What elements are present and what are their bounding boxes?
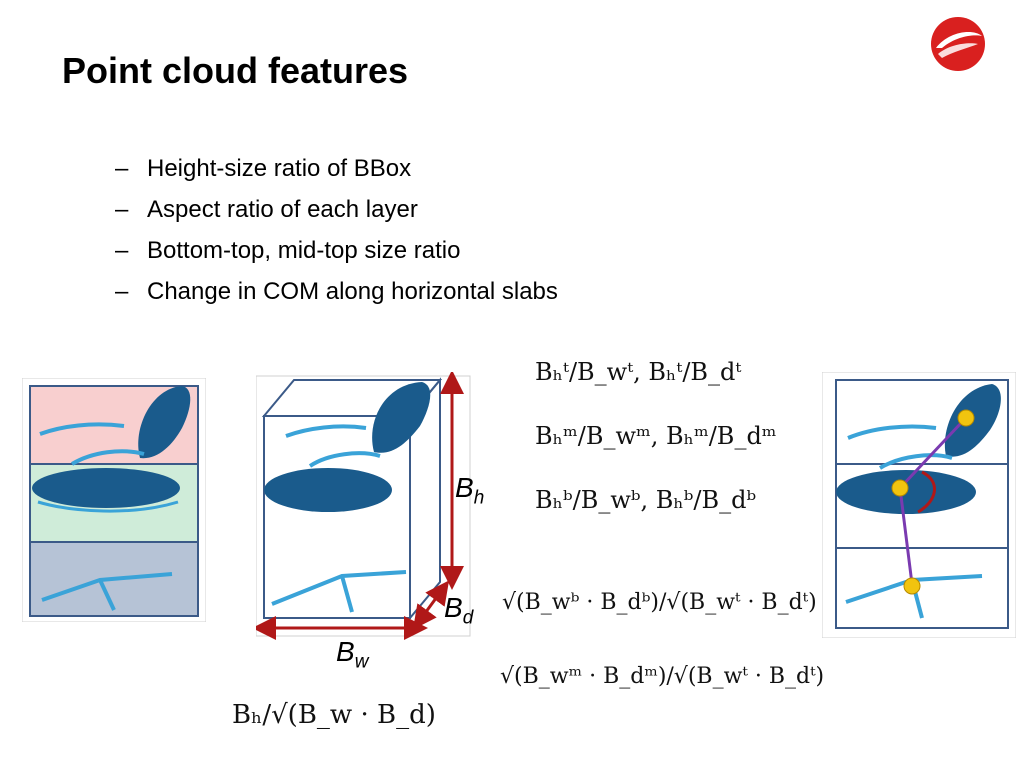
bullet-marker: –: [115, 196, 129, 223]
bullet-text: Aspect ratio of each layer: [147, 196, 418, 223]
bullet-item: –Bottom-top, mid-top size ratio: [115, 230, 558, 271]
chair-armrest: [70, 449, 145, 466]
chair-legs: [340, 575, 354, 613]
formula-mid-top-ratio: √(B_wᵐ · B_dᵐ)/√(B_wᵗ · B_dᵗ): [500, 664, 825, 689]
bullet-item: –Change in COM along horizontal slabs: [115, 271, 558, 312]
formula-top-ratio: Bₕᵗ/B_wᵗ, Bₕᵗ/B_dᵗ: [535, 358, 742, 386]
depth-label: Bd: [444, 592, 474, 629]
chair-armrest: [39, 422, 125, 436]
layered-point-cloud-figure: [22, 378, 206, 622]
chair-seat: [264, 468, 392, 512]
bullet-text: Change in COM along horizontal slabs: [147, 278, 558, 305]
chair-armrest: [308, 451, 381, 468]
chair-armrest: [847, 424, 937, 440]
chair-backrest: [372, 382, 431, 453]
formula-height-size-ratio: Bₕ/√(B_w · B_d): [232, 700, 436, 730]
slide-title: Point cloud features: [62, 50, 409, 91]
com-ball-bottom: [903, 577, 921, 595]
chair-legs: [98, 579, 116, 611]
com-ball-top: [957, 409, 975, 427]
bounding-box-figure: [256, 372, 471, 640]
chair-armrest: [285, 424, 367, 438]
chair-seat-edge: [37, 500, 179, 513]
com-arrow: [898, 487, 914, 585]
bullet-list: –Height-size ratio of BBox –Aspect ratio…: [115, 148, 558, 312]
chair-backrest: [138, 386, 191, 459]
chair-armrest: [878, 453, 953, 470]
formula-mid-ratio: Bₕᵐ/B_wᵐ, Bₕᵐ/B_dᵐ: [535, 422, 777, 450]
bullet-text: Height-size ratio of BBox: [147, 155, 412, 182]
bullet-item: –Height-size ratio of BBox: [115, 148, 558, 189]
bullet-marker: –: [115, 237, 129, 264]
com-ball-mid: [891, 479, 909, 497]
bullet-text: Bottom-top, mid-top size ratio: [147, 237, 461, 264]
depth-arrow: [412, 580, 450, 630]
com-arrow: [898, 420, 964, 490]
width-label: Bw: [336, 636, 369, 673]
bullet-marker: –: [115, 155, 129, 182]
chair-seat: [32, 468, 180, 508]
bullet-marker: –: [115, 278, 129, 305]
formula-bottom-top-ratio: √(B_wᵇ · B_dᵇ)/√(B_wᵗ · B_dᵗ): [502, 590, 817, 615]
bullet-item: –Aspect ratio of each layer: [115, 189, 558, 230]
swoosh-logo-icon: [931, 17, 985, 71]
height-label: Bh: [455, 472, 485, 509]
com-point-cloud-figure: [822, 372, 1016, 638]
formula-bottom-ratio: Bₕᵇ/B_wᵇ, Bₕᵇ/B_dᵇ: [535, 486, 757, 514]
angle-arc: [917, 470, 936, 514]
